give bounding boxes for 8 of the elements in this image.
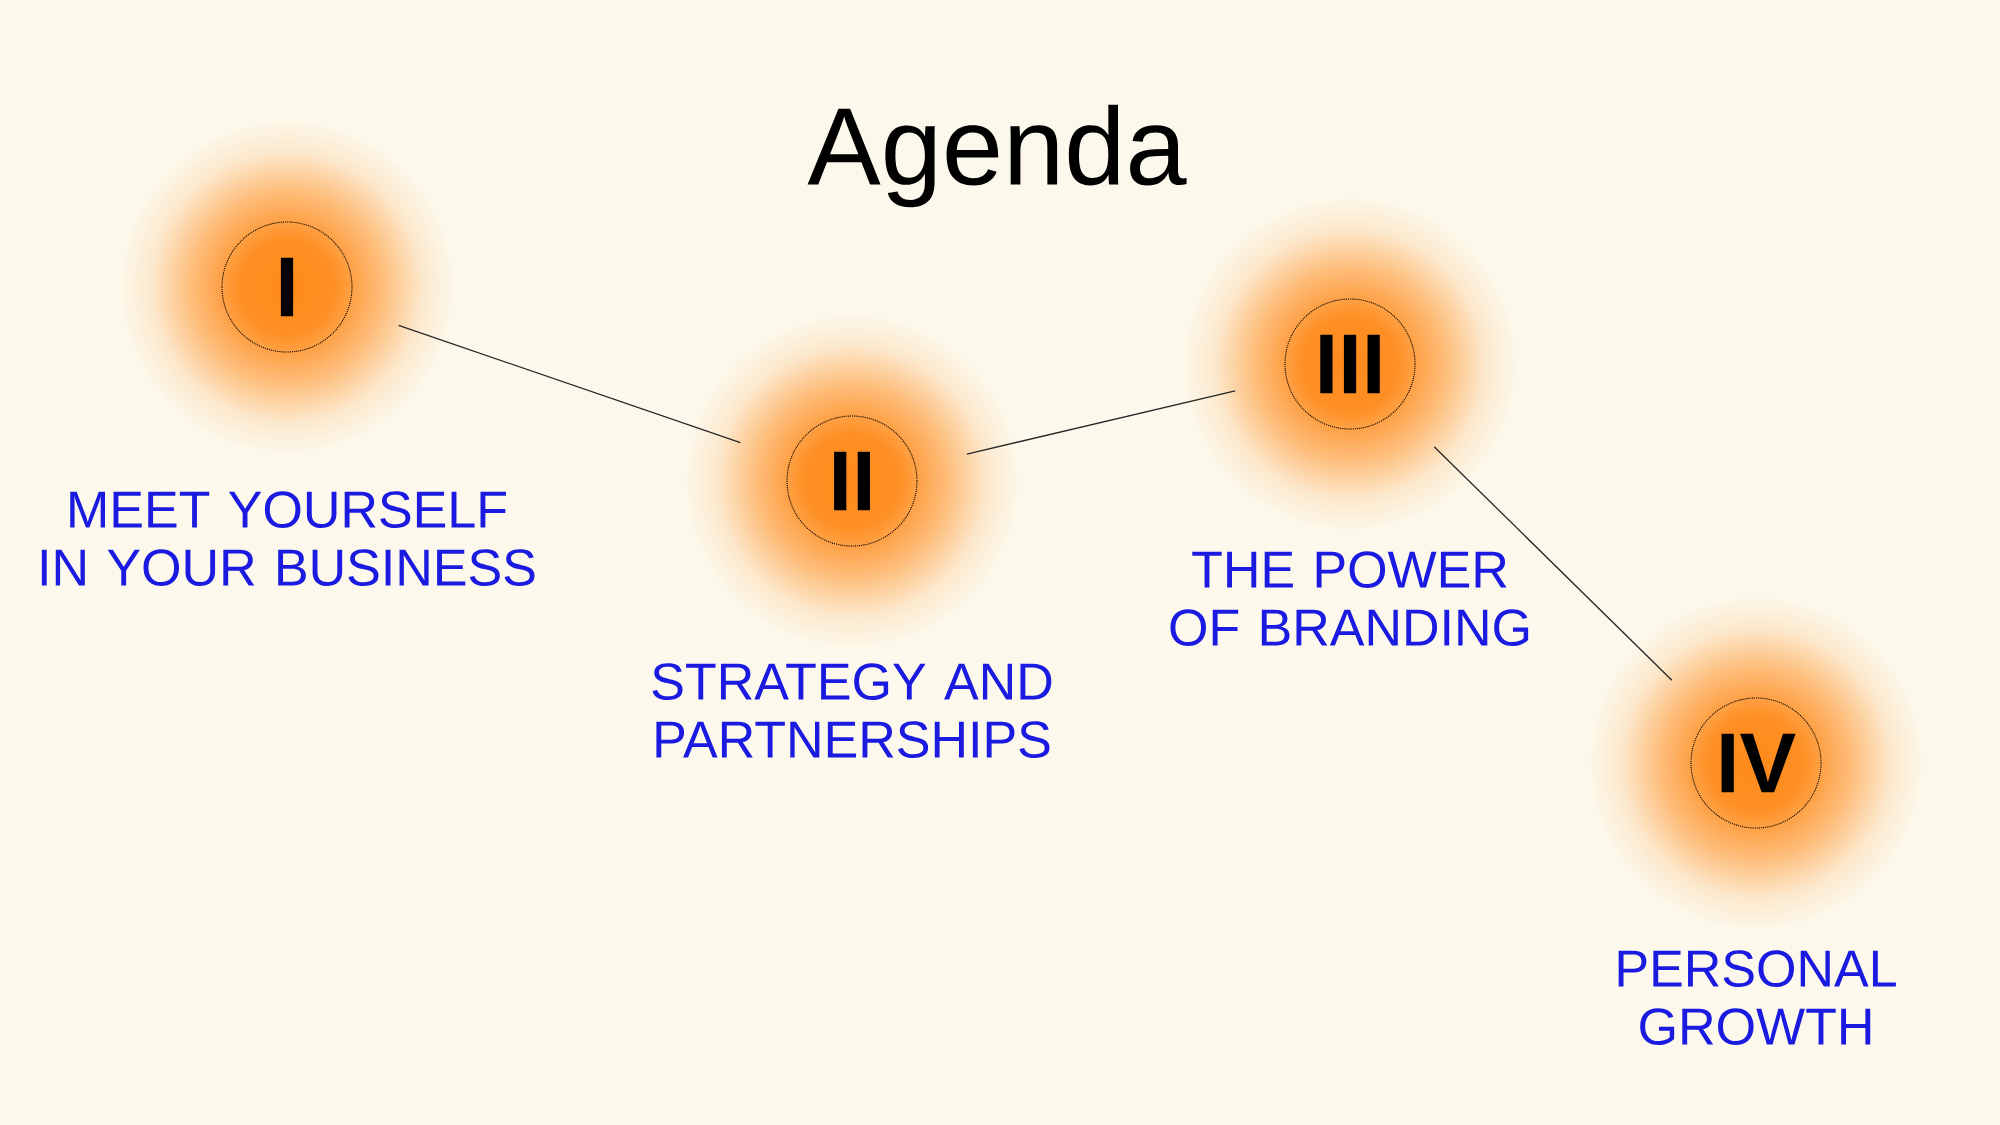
title: Agenda: [807, 104, 1187, 208]
connector-line: [1433, 446, 1673, 681]
link-text: MEET YOURSELF IN YOUR BUSINESS: [41, 491, 535, 586]
link-text: PERSONAL GROWTH: [1618, 950, 1896, 1045]
connector-line: [397, 324, 742, 444]
link-text: THE POWER OF BRANDING: [1170, 551, 1529, 646]
link-text: STRATEGY AND PARTNERSHIPS: [652, 663, 1052, 758]
connector-line: [966, 390, 1236, 455]
